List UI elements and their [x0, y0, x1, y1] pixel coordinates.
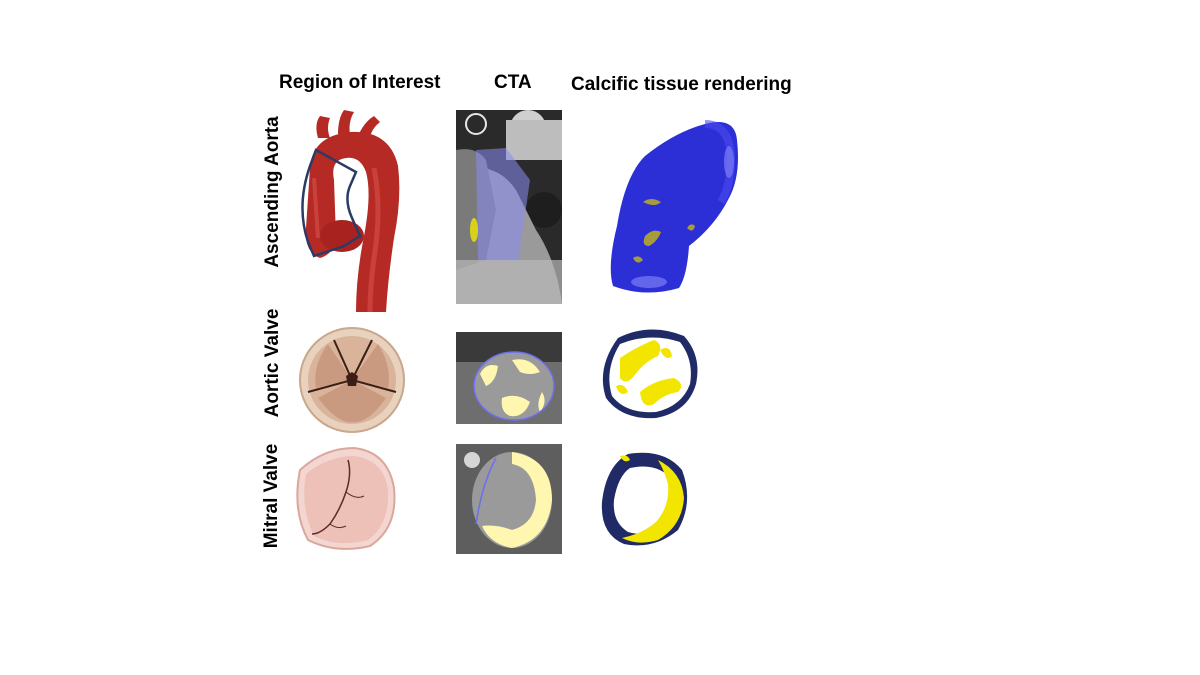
column-header-region-of-interest: Region of Interest — [279, 72, 441, 93]
cta-image-aortic-valve — [456, 332, 562, 424]
aortic-valve-calcium-rendering — [602, 329, 698, 419]
column-header-cta: CTA — [494, 72, 532, 93]
mitral-valve-calcium-rendering — [601, 452, 688, 546]
row-header-aortic-valve: Aortic Valve — [262, 308, 283, 418]
mitral-valve-illustration — [296, 446, 396, 550]
aorta-illustration — [301, 110, 400, 313]
cta-image-aorta — [456, 110, 562, 304]
cta-image-mitral-valve — [456, 444, 562, 554]
aorta-calcium-rendering — [610, 120, 738, 293]
column-header-calcific-rendering: Calcific tissue rendering — [571, 74, 792, 95]
row-header-ascending-aorta: Ascending Aorta — [262, 116, 283, 268]
aortic-valve-illustration — [299, 327, 405, 433]
row-header-mitral-valve: Mitral Valve — [261, 443, 282, 549]
